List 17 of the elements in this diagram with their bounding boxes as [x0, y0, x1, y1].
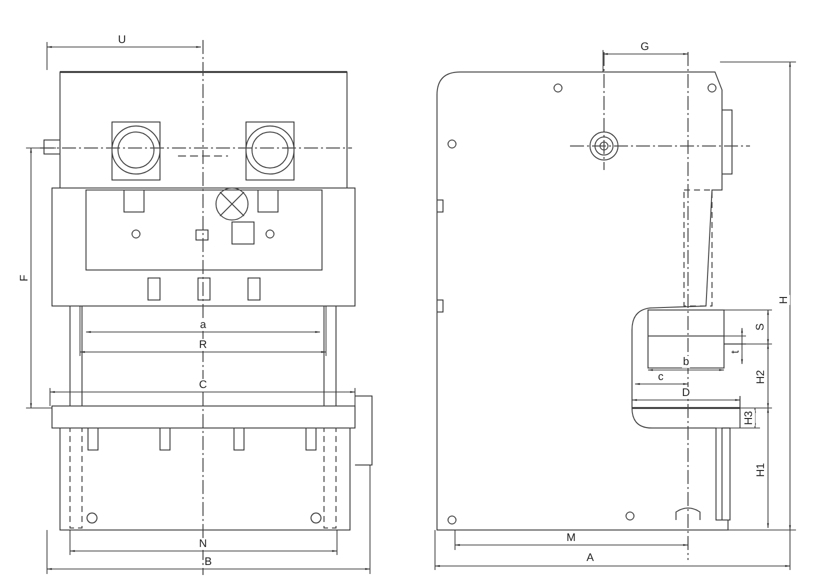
dimension-label: H3 — [743, 410, 756, 426]
dimension-label: B — [204, 556, 213, 568]
dimension-label: c — [657, 371, 664, 383]
dimension-label: t — [729, 349, 742, 355]
dimension-label: H — [778, 295, 790, 305]
dimension-label: C — [198, 379, 208, 391]
dimension-label: A — [586, 552, 595, 564]
dimension-label: N — [198, 538, 208, 550]
dimension-label: b — [682, 356, 690, 368]
dimension-label: D — [681, 387, 691, 399]
dimension-label: U — [117, 34, 127, 46]
dimension-label: R — [198, 339, 208, 351]
dimension-label: F — [18, 274, 30, 282]
dimension-label: M — [566, 532, 577, 544]
dimension-label: S — [754, 322, 766, 332]
dimension-label: G — [640, 41, 650, 53]
dimension-label: a — [199, 319, 208, 331]
